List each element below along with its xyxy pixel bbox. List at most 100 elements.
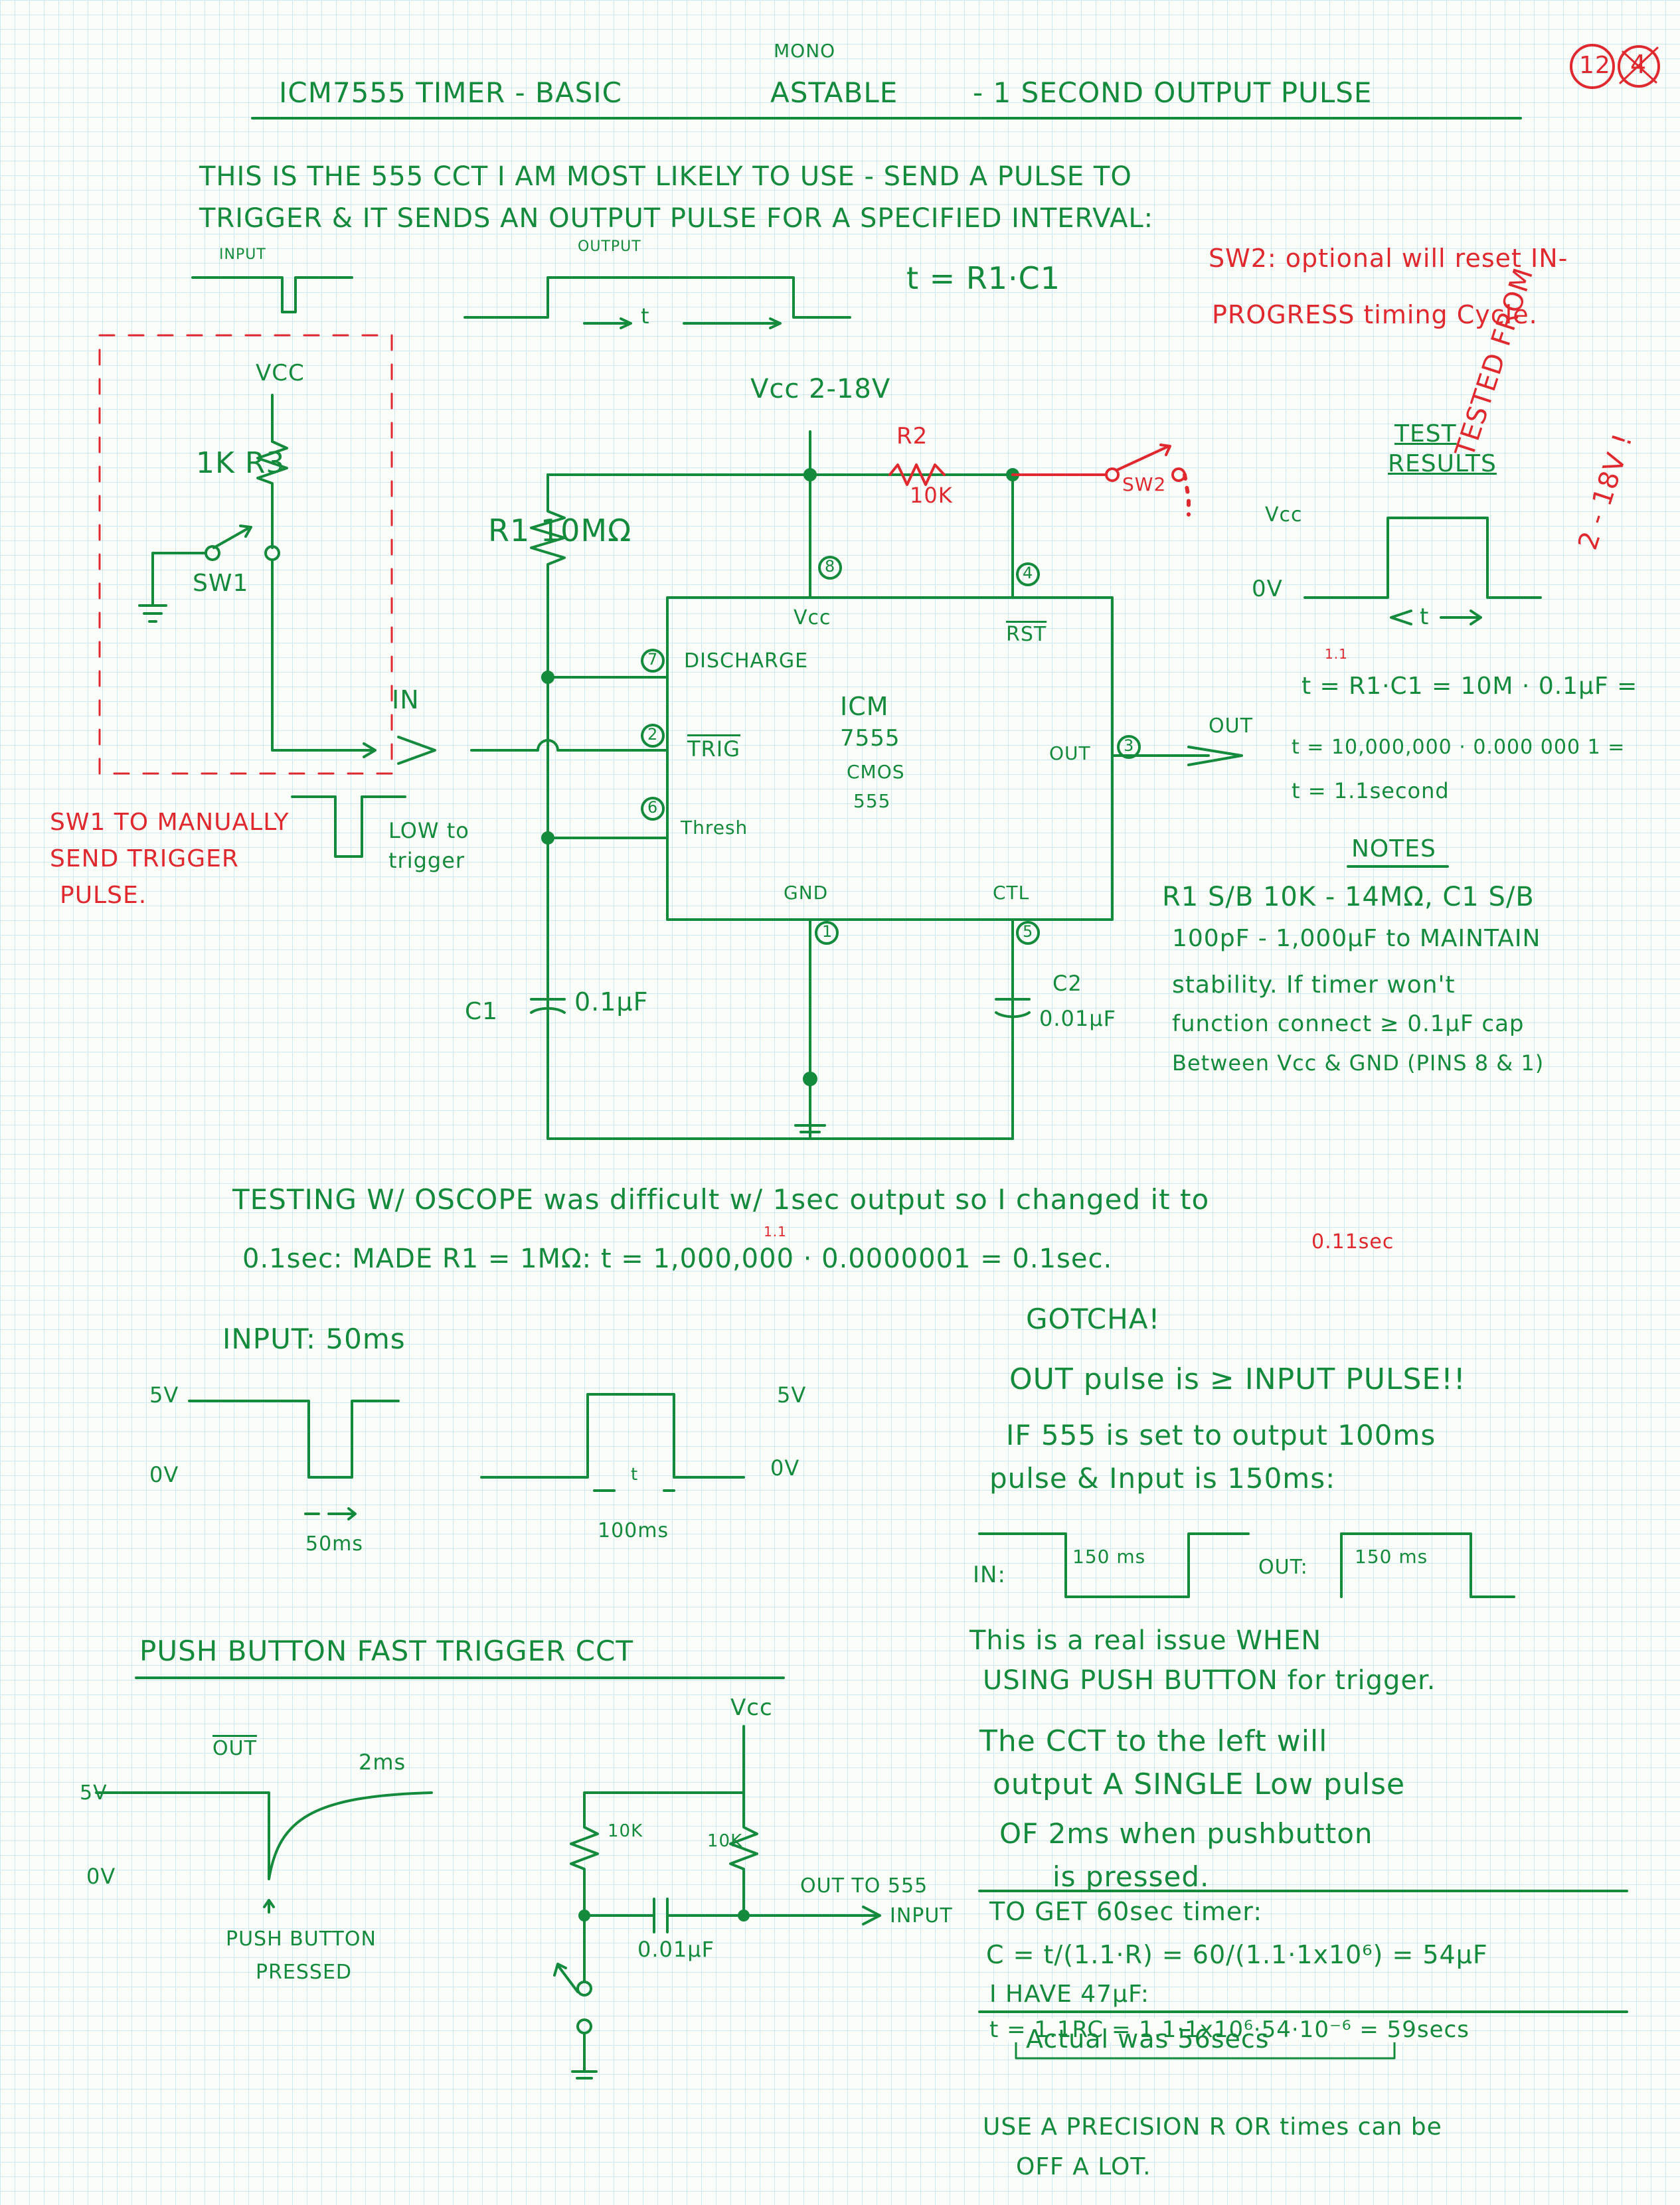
chip-name-line-2: 7555 [840,725,900,752]
notes-line-4: function connect ≥ 0.1μF cap [1172,1011,1525,1037]
testing-line-1: TESTING W/ OSCOPE was difficult w/ 1sec … [232,1183,1210,1216]
page-number: 12 [1579,52,1611,79]
pushbutton-title: PUSH BUTTON FAST TRIGGER CCT [139,1635,634,1667]
gotcha-precision-line-2: OFF A LOT. [1016,2153,1151,2180]
sw1-vcc-label: VCC [256,360,305,386]
gotcha-line-6: The CCT to the left will [979,1724,1328,1758]
test-results-title-2: RESULTS [1388,450,1497,477]
input-scope-title: INPUT: 50ms [222,1323,406,1355]
gotcha-in-width: 150 ms [1072,1546,1146,1568]
gotcha-out-width: 150 ms [1355,1546,1428,1568]
input-50ms-waveform [188,1400,400,1479]
notes-line-3: stability. If timer won't [1172,971,1456,999]
intro-input-label: INPUT [219,246,266,263]
c1-value: 0.1μF [574,987,649,1017]
chip-vcc-pin-label: Vcc [794,606,831,629]
output-scope-0v: 0V [770,1455,800,1481]
pushbutton-pressed-line-2: PRESSED [256,1961,353,1984]
low-to-trigger-line-1: LOW to [388,818,469,843]
test-results-factor: 1.1 [1325,646,1348,662]
gotcha-line-1: OUT pulse is ≥ INPUT PULSE!! [1009,1362,1466,1396]
r1-resistor [530,473,566,1077]
sw1-note-line-2: SEND TRIGGER [50,845,239,872]
output-scope-5v: 5V [777,1382,807,1408]
icm7555-chip [666,596,1114,921]
pin-6-number: 6 [647,798,659,817]
sw2-label: SW2 [1122,473,1167,495]
chip-name-line-4: 555 [853,790,891,812]
r2-value: 10K [910,483,953,508]
testing-line-2: 0.1sec: MADE R1 = 1MΩ: t = 1,000,000 · 0… [242,1244,1113,1274]
vcc-rail-label: Vcc 2-18V [750,374,891,404]
gotcha-precision-line-1: USE A PRECISION R OR times can be [983,2113,1442,2141]
gotcha-line-5: USING PUSH BUTTON for trigger. [983,1665,1436,1696]
pushbutton-2ms-label: 2ms [359,1750,406,1775]
gotcha-line-7: output A SINGLE Low pulse [993,1767,1406,1801]
pin-3-number: 3 [1124,736,1135,755]
pushbutton-out-label: OUT [212,1737,257,1760]
sw1-note-line-1: SW1 TO MANUALLY [50,809,290,836]
test-results-title-1: TEST [1394,420,1457,448]
r2-label: R2 [896,423,928,449]
r1-label: R1 10MΩ [488,513,632,548]
gotcha-line-4: This is a real issue WHEN [969,1625,1322,1656]
sw1-label: SW1 [193,570,249,597]
sw2-note-line-1: SW2: optional will reset IN- [1209,244,1568,273]
testing-red-result: 0.11sec [1311,1230,1394,1254]
gotcha-line-8: OF 2ms when pushbutton [999,1817,1373,1850]
pin-8-number: 8 [825,557,836,576]
sw1-note-line-3: PULSE. [60,882,147,909]
pushbutton-5v-label: 5V [80,1781,108,1805]
c2-value: 0.01μF [1039,1006,1117,1031]
gotcha-60s-line-2: C = t/(1.1·R) = 60/(1.1·1x10⁶) = 54μF [986,1940,1488,1969]
notes-line-2: 100pF - 1,000μF to MAINTAIN [1172,925,1541,952]
c2-label: C2 [1052,971,1082,996]
intro-line-1: THIS IS THE 555 CCT I AM MOST LIKELY TO … [199,161,1132,192]
intro-line-2: TRIGGER & IT SENDS AN OUTPUT PULSE FOR A… [199,203,1154,234]
chip-rst-pin-label: RST [1006,623,1047,646]
output-100ms-waveform [480,1393,745,1479]
notes-line-5: Between Vcc & GND (PINS 8 & 1) [1172,1050,1545,1076]
gotcha-title: GOTCHA! [1026,1303,1161,1335]
pushbutton-10k-left-label: 10K [608,1821,643,1841]
gotcha-line-9: is pressed. [1052,1860,1210,1893]
chip-trig-label: TRIG [687,736,741,762]
pushbutton-0v-label: 0V [86,1864,116,1889]
input-scope-5v: 5V [149,1382,179,1408]
r3-resistor [256,440,288,549]
pushbutton-out-to-label-2: INPUT [890,1904,953,1927]
pushbutton-output-waveform [95,1791,433,1880]
r3-label: 1K R3 [196,446,286,480]
input-scope-100ms: 100ms [598,1519,669,1542]
gotcha-in-waveform [978,1532,1250,1598]
pushbutton-out-to-label-1: OUT TO 555 [800,1874,928,1898]
gotcha-in-label: IN: [973,1562,1006,1588]
pin-7-number: 7 [647,650,659,669]
testing-factor: 1.1 [764,1224,787,1240]
chip-discharge-label: DISCHARGE [684,649,809,673]
input-scope-50ms: 50ms [305,1532,364,1556]
pin-5-number: 5 [1023,922,1034,941]
low-trigger-waveform [291,795,406,858]
chip-out-pin-label: OUT [1049,742,1091,764]
gotcha-out-waveform [1340,1532,1515,1598]
pb-10k-right [729,1791,758,1917]
chip-gnd-pin-label: GND [784,882,829,904]
page-number-old-circle [1618,45,1660,88]
chip-name-line-3: CMOS [847,761,905,783]
pin-1-number: 1 [822,922,833,941]
page-number-circle [1570,44,1615,89]
input-scope-0v: 0V [149,1462,179,1487]
sw1-in-label: IN [392,685,420,714]
pb-10k-left [570,1826,599,1927]
gotcha-60s-line-3: I HAVE 47μF: [989,1981,1150,2008]
pushbutton-10k-right-label: 10K [707,1831,743,1851]
r2-resistor [888,463,946,486]
output-pulse-waveform [463,276,851,319]
test-results-eq-1: t = R1·C1 = 10M · 0.1μF = [1302,673,1638,700]
input-pulse-waveform [191,276,353,313]
pushbutton-cap-label: 0.01μF [637,1937,715,1962]
pin-4-number: 4 [1023,564,1034,582]
sw1-dashed-box [98,334,393,775]
